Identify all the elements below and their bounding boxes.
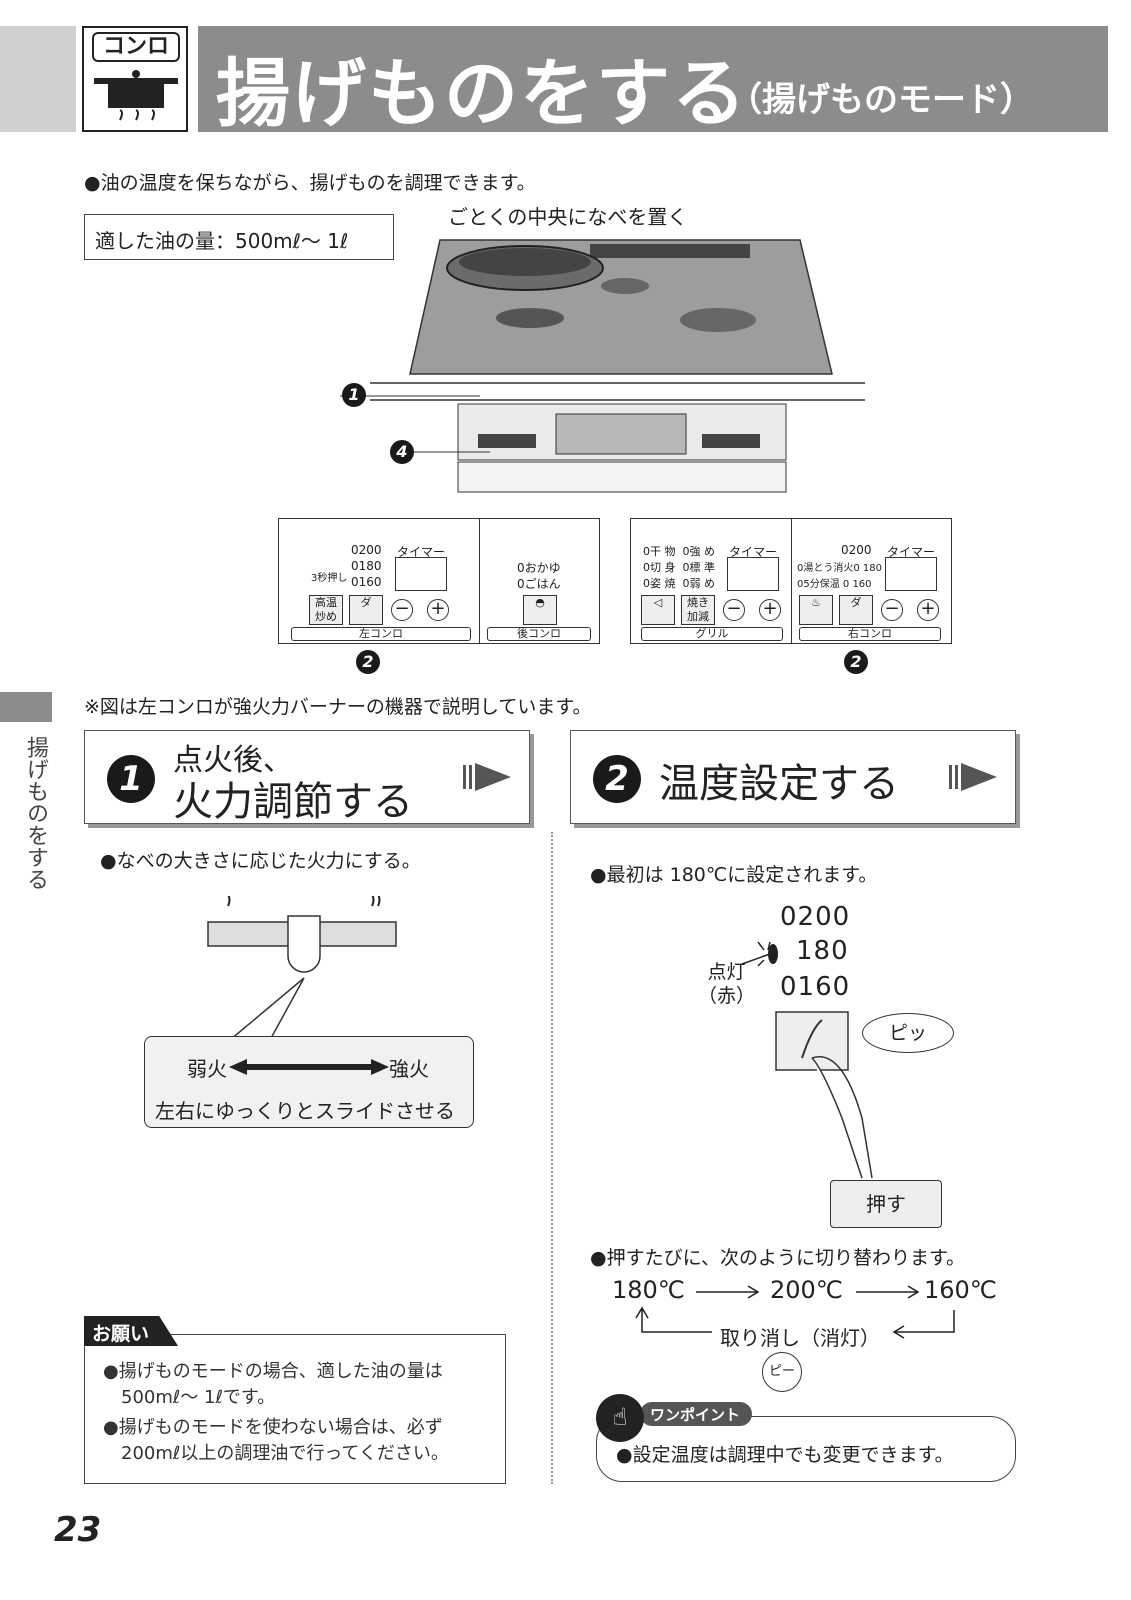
step2-number: 2 bbox=[593, 755, 641, 803]
left-stove-label: 左コンロ bbox=[291, 627, 471, 641]
left-temp-160: 0160 bbox=[351, 575, 382, 589]
step2-bullet: ●最初は 180℃に設定されます。 bbox=[590, 864, 878, 886]
rear-stove-label: 後コンロ bbox=[487, 627, 591, 641]
side-tab-label: 揚げものをする bbox=[23, 736, 48, 890]
rear-rice-button[interactable]: ◓ bbox=[523, 595, 557, 625]
right-plus-button[interactable]: + bbox=[917, 599, 939, 621]
left-temp-180: 0180 bbox=[351, 559, 382, 573]
request-box: ●揚げものモードの場合、適した油の量は 500mℓ～ 1ℓです。 ●揚げものモー… bbox=[84, 1334, 506, 1484]
grill-timer-display bbox=[727, 557, 779, 591]
one-point-box bbox=[596, 1416, 1016, 1482]
right-stove-label: 右コンロ bbox=[799, 627, 941, 641]
right-temp-200: 0200 bbox=[841, 543, 872, 557]
step2-title: 温度設定する bbox=[659, 761, 899, 807]
right-timer-display bbox=[885, 557, 937, 591]
slider-hint-box: 弱火 強火 左右にゆっくりとスライドさせる bbox=[144, 1036, 474, 1128]
cancel-label: 取り消し（消灯） bbox=[720, 1326, 880, 1350]
page-number: 23 bbox=[54, 1510, 102, 1550]
left-timer-label: タイマー bbox=[397, 545, 446, 559]
step1-bullet: ●なべの大きさに応じた火力にする。 bbox=[100, 850, 421, 872]
request-item-2: ●揚げものモードを使わない場合は、必ず 200mℓ以上の調理油で行ってください。 bbox=[103, 1417, 449, 1464]
pot-icon bbox=[94, 70, 178, 121]
marker-2-right: 2 bbox=[844, 650, 868, 674]
temp-200: 0200 bbox=[780, 902, 851, 932]
step1-header: 1 点火後、 火力調節する bbox=[84, 730, 530, 825]
grill-row-2: 0切 身 0標 準 bbox=[643, 561, 715, 574]
request-tag: お願い bbox=[84, 1316, 178, 1346]
press-hand-illustration bbox=[775, 1011, 873, 1179]
lit-indicator-icon bbox=[768, 944, 778, 964]
left-rear-panel: 0200 0180 0160 3秒押し タイマー 高温 炒め ダ − + 左コン… bbox=[278, 518, 600, 644]
right-temp-160: 05分保温 0 160 bbox=[797, 579, 872, 590]
right-kettle-button[interactable]: ♨ bbox=[799, 595, 833, 625]
next-arrow-icon bbox=[949, 763, 997, 791]
heat-slider-diagram bbox=[207, 896, 397, 1041]
oil-amount-box: 適した油の量：500mℓ～ 1ℓ bbox=[84, 214, 394, 260]
one-point-text: ●設定温度は調理中でも変更できます。 bbox=[616, 1444, 954, 1466]
grill-timer-label: タイマー bbox=[729, 545, 778, 559]
rear-gohan: 0ごはん bbox=[517, 577, 561, 591]
lit-red-label: 点灯 （赤） bbox=[698, 961, 756, 1007]
header-bar bbox=[198, 26, 1108, 132]
double-arrow-icon bbox=[229, 1059, 389, 1075]
marker-1: 1 bbox=[342, 383, 366, 407]
right-minus-button[interactable]: − bbox=[881, 599, 903, 621]
left-temp-200: 0200 bbox=[351, 543, 382, 557]
slide-instruction: 左右にゆっくりとスライドさせる bbox=[155, 1099, 455, 1123]
grill-label: グリル bbox=[641, 627, 783, 641]
request-item-1: ●揚げものモードの場合、適した油の量は 500mℓ～ 1ℓです。 bbox=[103, 1361, 443, 1408]
beep-long-bubble: ピー bbox=[762, 1352, 802, 1392]
cycle-160: 160℃ bbox=[924, 1276, 997, 1304]
step2-header: 2 温度設定する bbox=[570, 730, 1016, 824]
column-divider bbox=[551, 832, 553, 1484]
temp-160: 0160 bbox=[780, 972, 851, 1002]
step1-number: 1 bbox=[107, 755, 155, 803]
cycle-arrows-icon bbox=[635, 1285, 955, 1339]
one-point-tag: ワンポイント bbox=[640, 1402, 752, 1426]
grill-plus-button[interactable]: + bbox=[759, 599, 781, 621]
next-arrow-icon bbox=[463, 763, 511, 791]
right-temp-180: 0湯とう消火0 180 bbox=[797, 563, 882, 574]
stove-category-icon: コンロ bbox=[82, 26, 188, 132]
stove-illustration bbox=[340, 239, 865, 493]
left-minus-button[interactable]: − bbox=[391, 599, 413, 621]
diagram-note: ※図は左コンロが強火力バーナーの機器で説明しています。 bbox=[84, 696, 592, 718]
pan-callout: ごとくの中央になべを置く bbox=[448, 205, 688, 229]
cycle-180: 180℃ bbox=[612, 1276, 685, 1304]
cycle-text: ●押すたびに、次のように切り替わります。 bbox=[590, 1247, 966, 1269]
rear-okayu: 0おかゆ bbox=[517, 561, 561, 575]
side-tab bbox=[0, 692, 52, 722]
left-hold-label: 3秒押し bbox=[311, 573, 348, 584]
grill-right-panel: 0干 物 0強 め 0切 身 0標 準 0姿 焼 0弱 め タイマー ◁ 焼き … bbox=[630, 518, 952, 644]
press-label: 押す bbox=[830, 1180, 942, 1228]
left-hot-stirfry-button[interactable]: 高温 炒め bbox=[309, 595, 343, 625]
header-side-block bbox=[0, 26, 76, 132]
intro-text: ●油の温度を保ちながら、揚げものを調理できます。 bbox=[84, 172, 536, 194]
left-fry-button[interactable]: ダ bbox=[349, 595, 383, 625]
grill-row-1: 0干 物 0強 め bbox=[643, 545, 715, 558]
left-timer-display bbox=[395, 557, 447, 591]
grill-minus-button[interactable]: − bbox=[723, 599, 745, 621]
temp-180: 180 bbox=[796, 936, 849, 966]
light-rays-icon bbox=[741, 941, 771, 967]
page-subtitle: （揚げものモード） bbox=[728, 80, 1034, 120]
left-plus-button[interactable]: + bbox=[427, 599, 449, 621]
right-timer-label: タイマー bbox=[887, 545, 936, 559]
page-title: 揚げものをする bbox=[216, 51, 748, 137]
grill-row-3: 0姿 焼 0弱 め bbox=[643, 577, 715, 590]
right-fry-button[interactable]: ダ bbox=[839, 595, 873, 625]
grill-doneness-button[interactable]: 焼き 加減 bbox=[681, 595, 715, 625]
icon-label: コンロ bbox=[92, 32, 180, 62]
step1-title-line2: 火力調節する bbox=[173, 779, 413, 825]
pointing-hand-icon: ☝ bbox=[596, 1394, 644, 1442]
marker-2-left: 2 bbox=[356, 650, 380, 674]
beep-bubble: ピッ bbox=[862, 1013, 954, 1053]
grill-fish-button[interactable]: ◁ bbox=[641, 595, 675, 625]
strong-heat-label: 強火 bbox=[389, 1057, 429, 1081]
cycle-200: 200℃ bbox=[770, 1276, 843, 1304]
step1-title-line1: 点火後、 bbox=[173, 743, 293, 778]
weak-heat-label: 弱火 bbox=[187, 1057, 227, 1081]
marker-4: 4 bbox=[390, 440, 414, 464]
